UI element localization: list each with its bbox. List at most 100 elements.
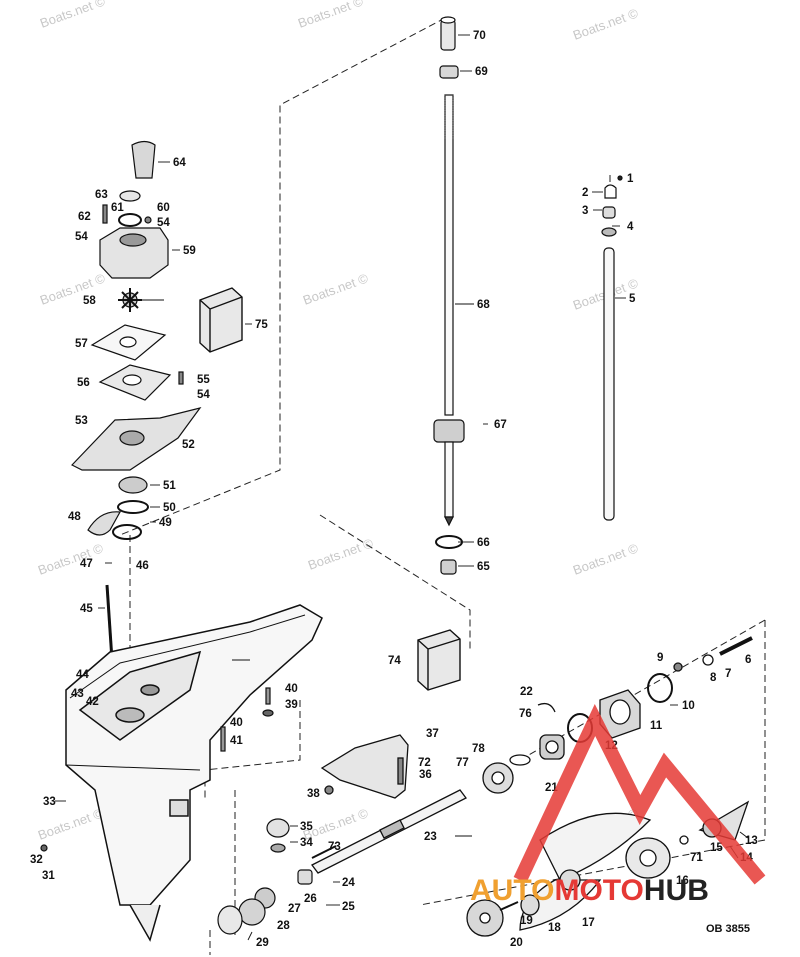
screw-38: [324, 785, 334, 795]
shaft-lower: [444, 441, 454, 518]
kit-box-74: [417, 629, 461, 691]
plate-48: [87, 511, 121, 536]
bearing-35: [266, 818, 290, 838]
bolt-6: [719, 636, 753, 656]
label-36: 36: [419, 769, 432, 781]
label-64: 64: [173, 157, 186, 169]
label-67: 67: [494, 419, 507, 431]
label-78: 78: [472, 743, 485, 755]
seal-51: [118, 476, 148, 494]
label-50: 50: [163, 502, 176, 514]
label-10: 10: [682, 700, 695, 712]
pin-19: [499, 901, 519, 911]
label-46: 46: [136, 560, 149, 572]
label-55: 55: [197, 374, 210, 386]
label-39: 39: [285, 699, 298, 711]
label-7: 7: [725, 668, 731, 680]
clutch-26: [297, 869, 313, 885]
label-29: 29: [256, 937, 269, 949]
o-ring-10: [647, 673, 673, 703]
plate-56-hole: [122, 374, 142, 386]
label-63: 63: [95, 189, 108, 201]
logo-word-moto: MOTO: [554, 874, 643, 907]
watermark: Boats.net ©: [38, 270, 108, 308]
label-28: 28: [277, 920, 290, 932]
clip-2: [604, 184, 617, 199]
label-60: 60: [157, 202, 170, 214]
label-18: 18: [548, 922, 561, 934]
label-26: 26: [304, 893, 317, 905]
label-31: 31: [42, 870, 55, 882]
label-74: 74: [388, 655, 401, 667]
label-4: 4: [627, 221, 634, 233]
label-56: 56: [77, 377, 90, 389]
label-65: 65: [477, 561, 490, 573]
label-73: 73: [328, 841, 341, 853]
prop-blade-bottom: [519, 879, 602, 931]
label-48: 48: [68, 511, 81, 523]
label-22: 22: [520, 686, 533, 698]
bearing-29: [217, 905, 243, 935]
propeller-assembly: [466, 800, 750, 937]
logo-word: AUTOMOTOHUB: [470, 874, 709, 907]
label-53: 53: [75, 415, 88, 427]
label-6: 6: [745, 654, 751, 666]
seal-61: [118, 213, 142, 227]
label-77: 77: [456, 757, 469, 769]
label-40: 40: [285, 683, 298, 695]
skeg: [129, 904, 161, 942]
label-38: 38: [307, 788, 320, 800]
automotohub-logo: AUTOMOTOHUB: [470, 703, 766, 907]
label-17: 17: [582, 917, 595, 929]
gear-28: [238, 898, 266, 926]
washer-8: [702, 654, 714, 666]
label-32: 32: [30, 854, 43, 866]
label-54: 54: [197, 389, 210, 401]
label-72: 72: [418, 757, 431, 769]
label-54: 54: [157, 217, 170, 229]
label-23: 23: [424, 831, 437, 843]
watermark: Boats.net ©: [301, 270, 371, 308]
shaft-tip: [444, 516, 454, 527]
label-51: 51: [163, 480, 176, 492]
watermark: Boats.net ©: [571, 540, 641, 578]
spring-22: [537, 702, 556, 713]
label-69: 69: [475, 66, 488, 78]
washer-18: [520, 894, 540, 916]
gearcase-housing: [65, 604, 323, 942]
label-61: 61: [111, 202, 124, 214]
label-52: 52: [182, 439, 195, 451]
logo-triangle: [513, 703, 766, 885]
label-3: 3: [582, 205, 588, 217]
propeller-shaft: [311, 636, 753, 874]
prop-blade-top: [539, 812, 652, 881]
label-34: 34: [300, 837, 313, 849]
label-70: 70: [473, 30, 486, 42]
label-58: 58: [83, 295, 96, 307]
label-59: 59: [183, 245, 196, 257]
trim-tab-37: [320, 734, 409, 799]
housing-body: [65, 604, 323, 906]
pump-housing-59: [99, 227, 169, 279]
shift-components: [40, 818, 337, 935]
rod-45: [105, 584, 114, 661]
o-ring-50: [117, 500, 149, 514]
label-47: 47: [80, 558, 93, 570]
label-11: 11: [650, 720, 663, 732]
label-66: 66: [477, 537, 490, 549]
watermark: Boats.net ©: [571, 5, 641, 43]
screw-40: [265, 687, 271, 705]
assembly-outlines: [119, 17, 766, 955]
washer-71: [679, 835, 689, 845]
label-9: 9: [657, 652, 663, 664]
label-41: 41: [230, 735, 243, 747]
bushing-69: [439, 65, 459, 79]
watermark: Boats.net ©: [306, 535, 376, 573]
label-57: 57: [75, 338, 88, 350]
nut-9: [673, 662, 683, 672]
water-pump-stack: [71, 140, 202, 540]
shaft-gear-67: [433, 419, 465, 443]
label-5: 5: [629, 293, 636, 305]
shift-rod-assembly: [601, 175, 623, 521]
screw-55: [178, 371, 184, 385]
